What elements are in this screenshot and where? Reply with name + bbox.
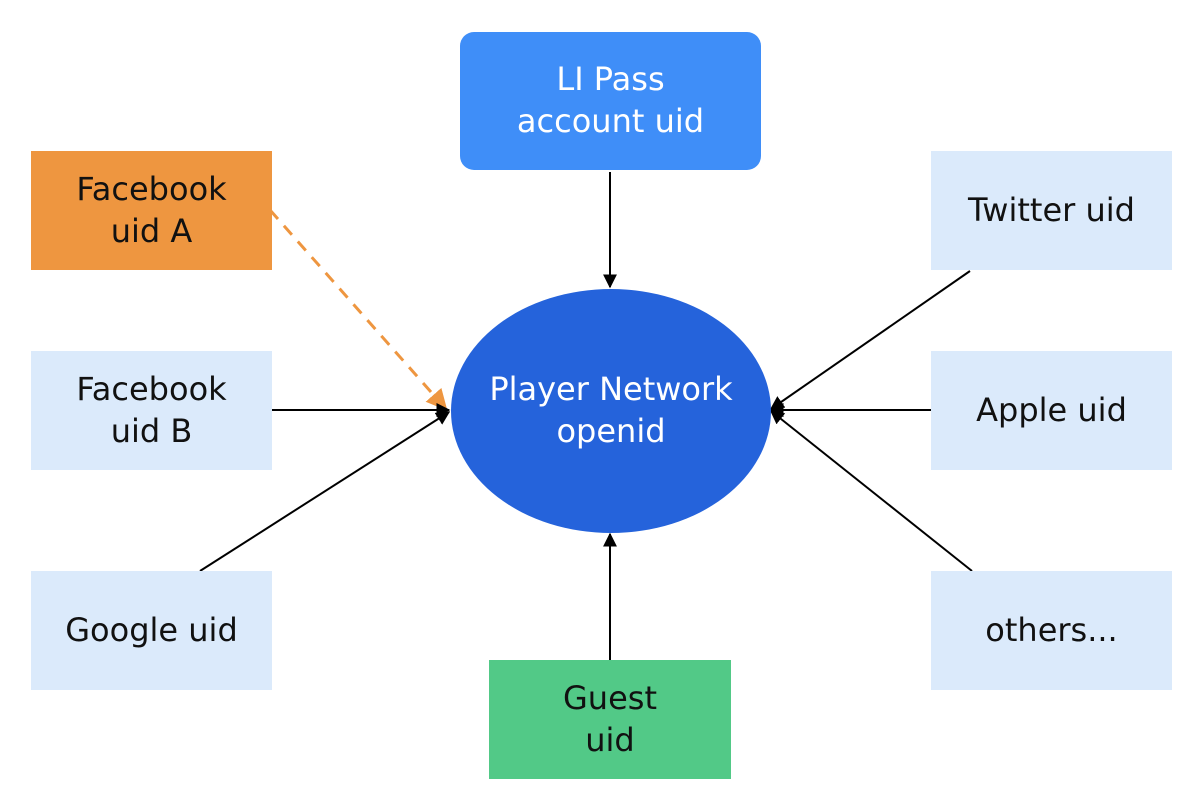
facebook-uid-b-node: Facebook uid B xyxy=(31,351,272,470)
edge-others-to-center xyxy=(769,410,973,572)
edge-twitter-to-center xyxy=(769,270,971,410)
others-node: others... xyxy=(931,571,1172,690)
apple-uid-label: Apple uid xyxy=(976,390,1127,429)
facebook-uid-a-node: Facebook uid A xyxy=(31,151,272,270)
facebook-uid-a-label: Facebook uid A xyxy=(76,169,227,250)
lipass-account-label: LI Pass account uid xyxy=(516,60,705,140)
apple-uid-node: Apple uid xyxy=(931,351,1172,470)
facebook-uid-b-label: Facebook uid B xyxy=(76,369,227,450)
guest-uid-label: Guest uid xyxy=(563,678,657,759)
edge-google-to-center xyxy=(199,411,451,572)
guest-uid-node: Guest uid xyxy=(489,660,731,779)
lipass-account-node: LI Pass account uid xyxy=(460,32,761,170)
google-uid-label: Google uid xyxy=(65,610,238,649)
google-uid-node: Google uid xyxy=(31,571,272,690)
twitter-uid-label: Twitter uid xyxy=(968,190,1135,229)
player-network-openid-node: Player Network openid xyxy=(451,289,771,533)
player-network-openid-label: Player Network openid xyxy=(489,370,733,450)
twitter-uid-node: Twitter uid xyxy=(931,151,1172,270)
others-label: others... xyxy=(985,610,1118,649)
edge-facebook-a-to-center xyxy=(268,209,448,411)
